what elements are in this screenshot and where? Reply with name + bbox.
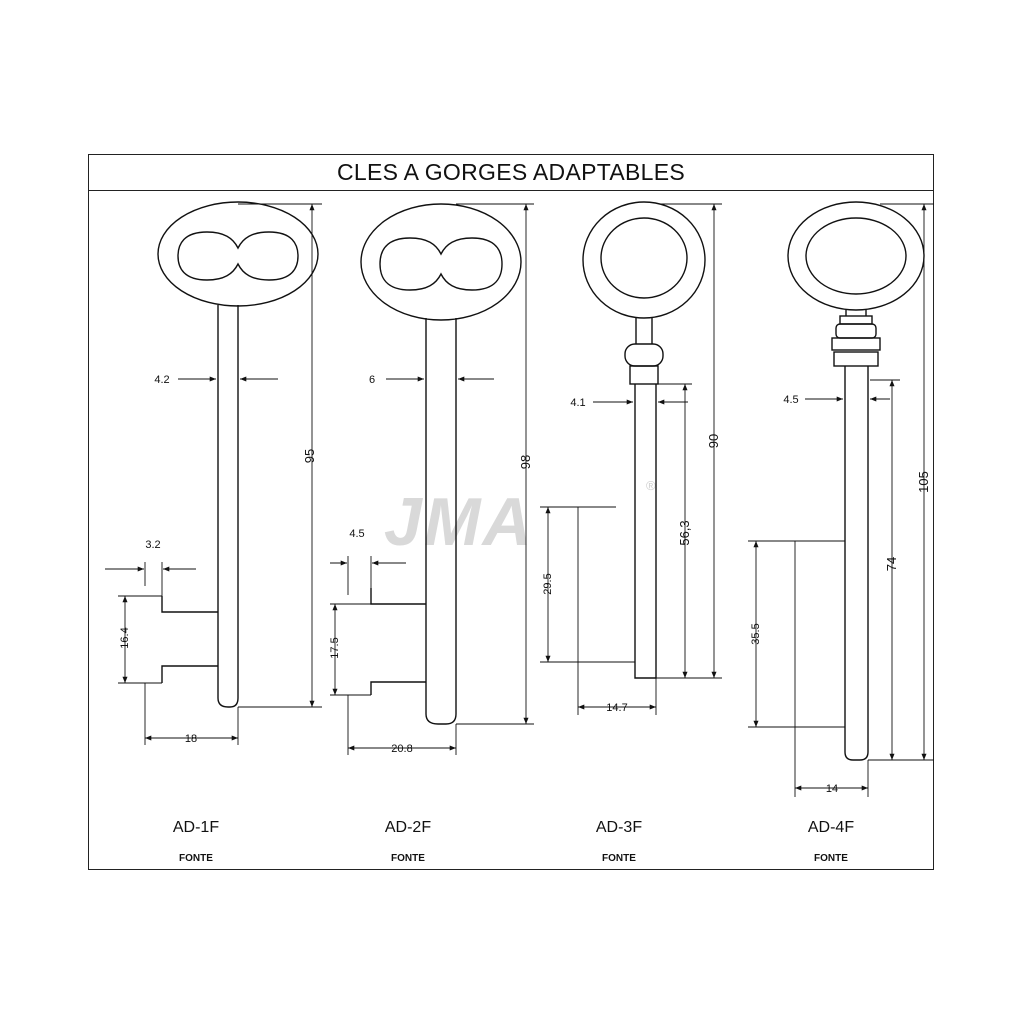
material-label: FONTE	[179, 853, 213, 864]
dim-bit-thickness: 3.2	[145, 539, 160, 551]
dims-ad-2f	[330, 203, 534, 755]
dim-width: 14	[826, 783, 838, 795]
dim-bit-height: 35.5	[750, 623, 762, 644]
key-bow	[360, 203, 522, 321]
material-label: FONTE	[814, 853, 848, 864]
dim-shank: 4.1	[570, 397, 585, 409]
key-shank	[634, 384, 657, 679]
key-ad-4f	[787, 201, 925, 761]
dims-ad-4f	[748, 203, 934, 797]
key-bit	[161, 596, 218, 683]
key-shank	[425, 318, 457, 725]
dim-shank: 6	[369, 374, 375, 386]
key-neck	[635, 318, 653, 344]
key-ad-2f	[360, 203, 522, 725]
bow-opening	[379, 237, 503, 291]
model-label: AD-4F	[808, 819, 854, 836]
bow-opening	[600, 217, 688, 299]
dim-width: 18	[185, 733, 197, 745]
dim-length: 98	[518, 455, 533, 469]
dim-bit-height: 29.5	[542, 573, 554, 594]
key-collar	[624, 343, 664, 367]
dim-shank: 4.2	[154, 374, 169, 386]
dim-shank: 4.5	[783, 394, 798, 406]
key-collar-mid	[831, 337, 881, 351]
key-collar	[835, 323, 877, 339]
key-bit	[370, 588, 426, 695]
key-collar-base	[833, 351, 879, 367]
key-shank	[844, 366, 869, 761]
dim-width: 14.7	[606, 702, 627, 714]
dim-stem: 74	[884, 557, 899, 571]
material-label: FONTE	[602, 853, 636, 864]
dims-ad-1f	[105, 203, 322, 745]
page-title: CLES A GORGES ADAPTABLES	[336, 159, 686, 185]
key-shank	[217, 305, 239, 708]
svg-text:JMA: JMA	[384, 484, 534, 560]
key-ad-3f	[582, 201, 706, 679]
key-neck	[845, 310, 867, 316]
dim-width: 20.8	[391, 743, 412, 755]
dim-bit-thickness: 4.5	[349, 528, 364, 540]
dims-ad-3f	[540, 203, 722, 715]
dim-length: 90	[706, 434, 721, 448]
model-label: AD-3F	[596, 819, 642, 836]
dim-bit-height: 16.4	[119, 627, 131, 648]
bow-opening	[805, 217, 907, 295]
drawing-sheet: CLES A GORGES ADAPTABLES	[88, 154, 934, 870]
dim-bit-height: 17.5	[329, 637, 341, 658]
key-bow	[582, 201, 706, 319]
dim-length: 95	[302, 449, 317, 463]
svg-text:®: ®	[646, 478, 656, 493]
key-bow	[157, 201, 319, 307]
model-label: AD-2F	[385, 819, 431, 836]
model-label: AD-1F	[173, 819, 219, 836]
key-collar-base	[629, 365, 659, 385]
jma-watermark: JMA ®	[384, 478, 656, 560]
title-bar: CLES A GORGES ADAPTABLES	[89, 155, 933, 191]
dim-length: 105	[916, 471, 931, 493]
material-label: FONTE	[391, 853, 425, 864]
key-ad-1f	[157, 201, 319, 708]
dim-stem: 56,3	[677, 520, 692, 545]
bow-opening	[177, 231, 299, 281]
key-ring-top	[839, 315, 873, 325]
